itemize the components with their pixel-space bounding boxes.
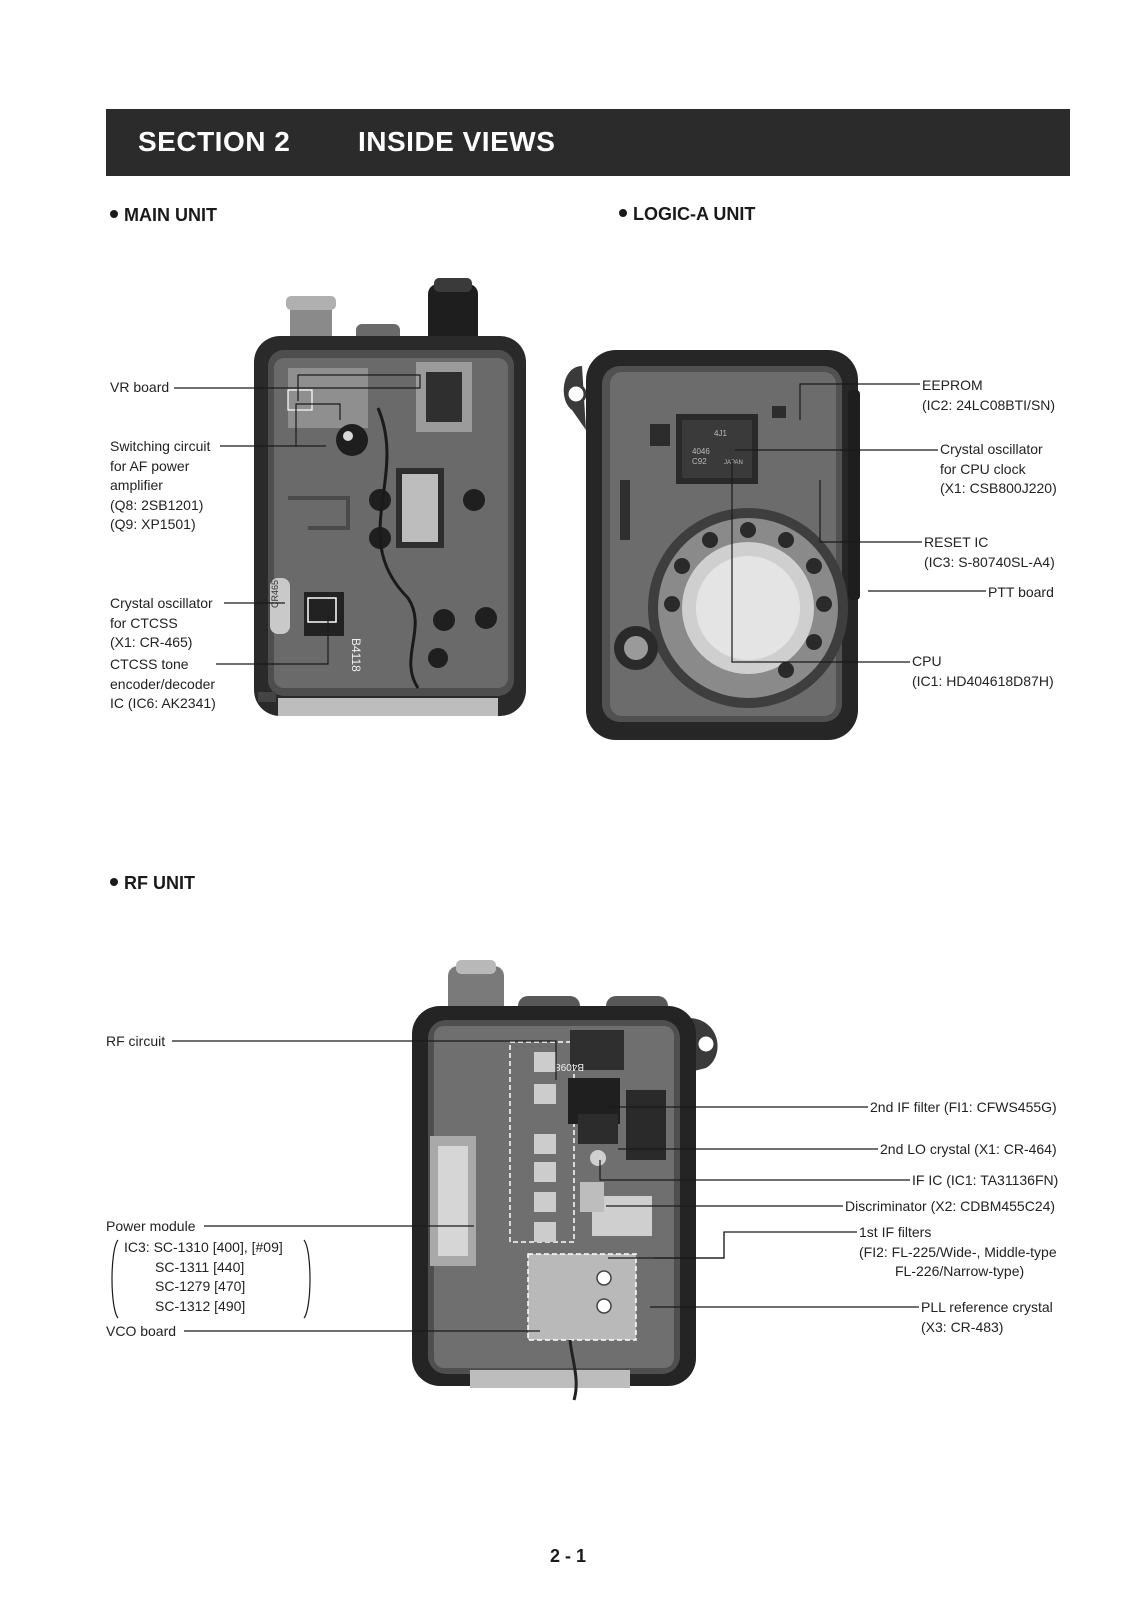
page-number: 2 - 1 bbox=[549, 1546, 587, 1566]
label-ptt-board: PTT board bbox=[988, 584, 1054, 600]
board-marking: B4098 bbox=[555, 1061, 584, 1072]
label-if-ic: IF IC (IC1: TA31136FN) bbox=[912, 1172, 1059, 1188]
label-1st-if-filters: 1st IF filters (FI2: FL-225/Wide-, Middl… bbox=[859, 1224, 1057, 1279]
section-banner: SECTION 2 INSIDE VIEWS bbox=[106, 109, 1070, 176]
board-marking: B4118 bbox=[349, 638, 363, 672]
label-2nd-if-filter: 2nd IF filter (FI1: CFWS455G) bbox=[870, 1099, 1057, 1115]
logic-unit-heading: LOGIC-A UNIT bbox=[619, 204, 755, 225]
main-unit-heading: MAIN UNIT bbox=[110, 205, 217, 226]
label-2nd-lo-crystal: 2nd LO crystal (X1: CR-464) bbox=[880, 1141, 1057, 1157]
bullet-icon bbox=[619, 209, 627, 218]
label-power-module: Power module bbox=[106, 1218, 196, 1234]
bullet-icon bbox=[110, 210, 118, 219]
label-crystal-ctcss: Crystal oscillator for CTCSS (X1: CR-465… bbox=[110, 595, 213, 650]
label-switching-circuit: Switching circuit for AF power amplifier… bbox=[110, 438, 211, 532]
logic-unit-photo: 4J1 4046 C92 JAPAN bbox=[563, 350, 860, 740]
section-number: SECTION 2 bbox=[138, 126, 291, 157]
label-rf-circuit: RF circuit bbox=[106, 1033, 166, 1049]
crystal-marking: CR465 bbox=[270, 580, 280, 608]
label-cpu: CPU (IC1: HD404618D87H) bbox=[912, 653, 1054, 689]
chip-marking: 4046 bbox=[692, 447, 710, 456]
label-discriminator: Discriminator (X2: CDBM455C24) bbox=[845, 1198, 1056, 1214]
rf-unit-photo: B4098 bbox=[412, 960, 718, 1401]
label-power-models: IC3: SC-1310 [400], [#09] SC-1311 [440] … bbox=[124, 1239, 283, 1314]
chip-marking: JAPAN bbox=[724, 460, 743, 466]
main-unit-photo: B4118 CR465 bbox=[254, 278, 526, 716]
bullet-icon bbox=[110, 878, 118, 887]
label-pll-crystal: PLL reference crystal (X3: CR-483) bbox=[921, 1299, 1053, 1335]
label-vco-board: VCO board bbox=[106, 1323, 177, 1339]
label-eeprom: EEPROM (IC2: 24LC08BTI/SN) bbox=[922, 377, 1056, 413]
section-title: INSIDE VIEWS bbox=[358, 126, 556, 157]
rf-unit-heading: RF UNIT bbox=[110, 873, 195, 894]
label-crystal-cpu: Crystal oscillator for CPU clock (X1: CS… bbox=[940, 441, 1057, 496]
label-reset-ic: RESET IC (IC3: S-80740SL-A4) bbox=[924, 534, 1055, 570]
label-ctcss-tone: CTCSS tone encoder/decoder IC (IC6: AK23… bbox=[110, 656, 216, 711]
chip-marking: 4J1 bbox=[714, 429, 727, 438]
label-vr-board: VR board bbox=[110, 379, 170, 395]
chip-marking: C92 bbox=[692, 457, 707, 466]
